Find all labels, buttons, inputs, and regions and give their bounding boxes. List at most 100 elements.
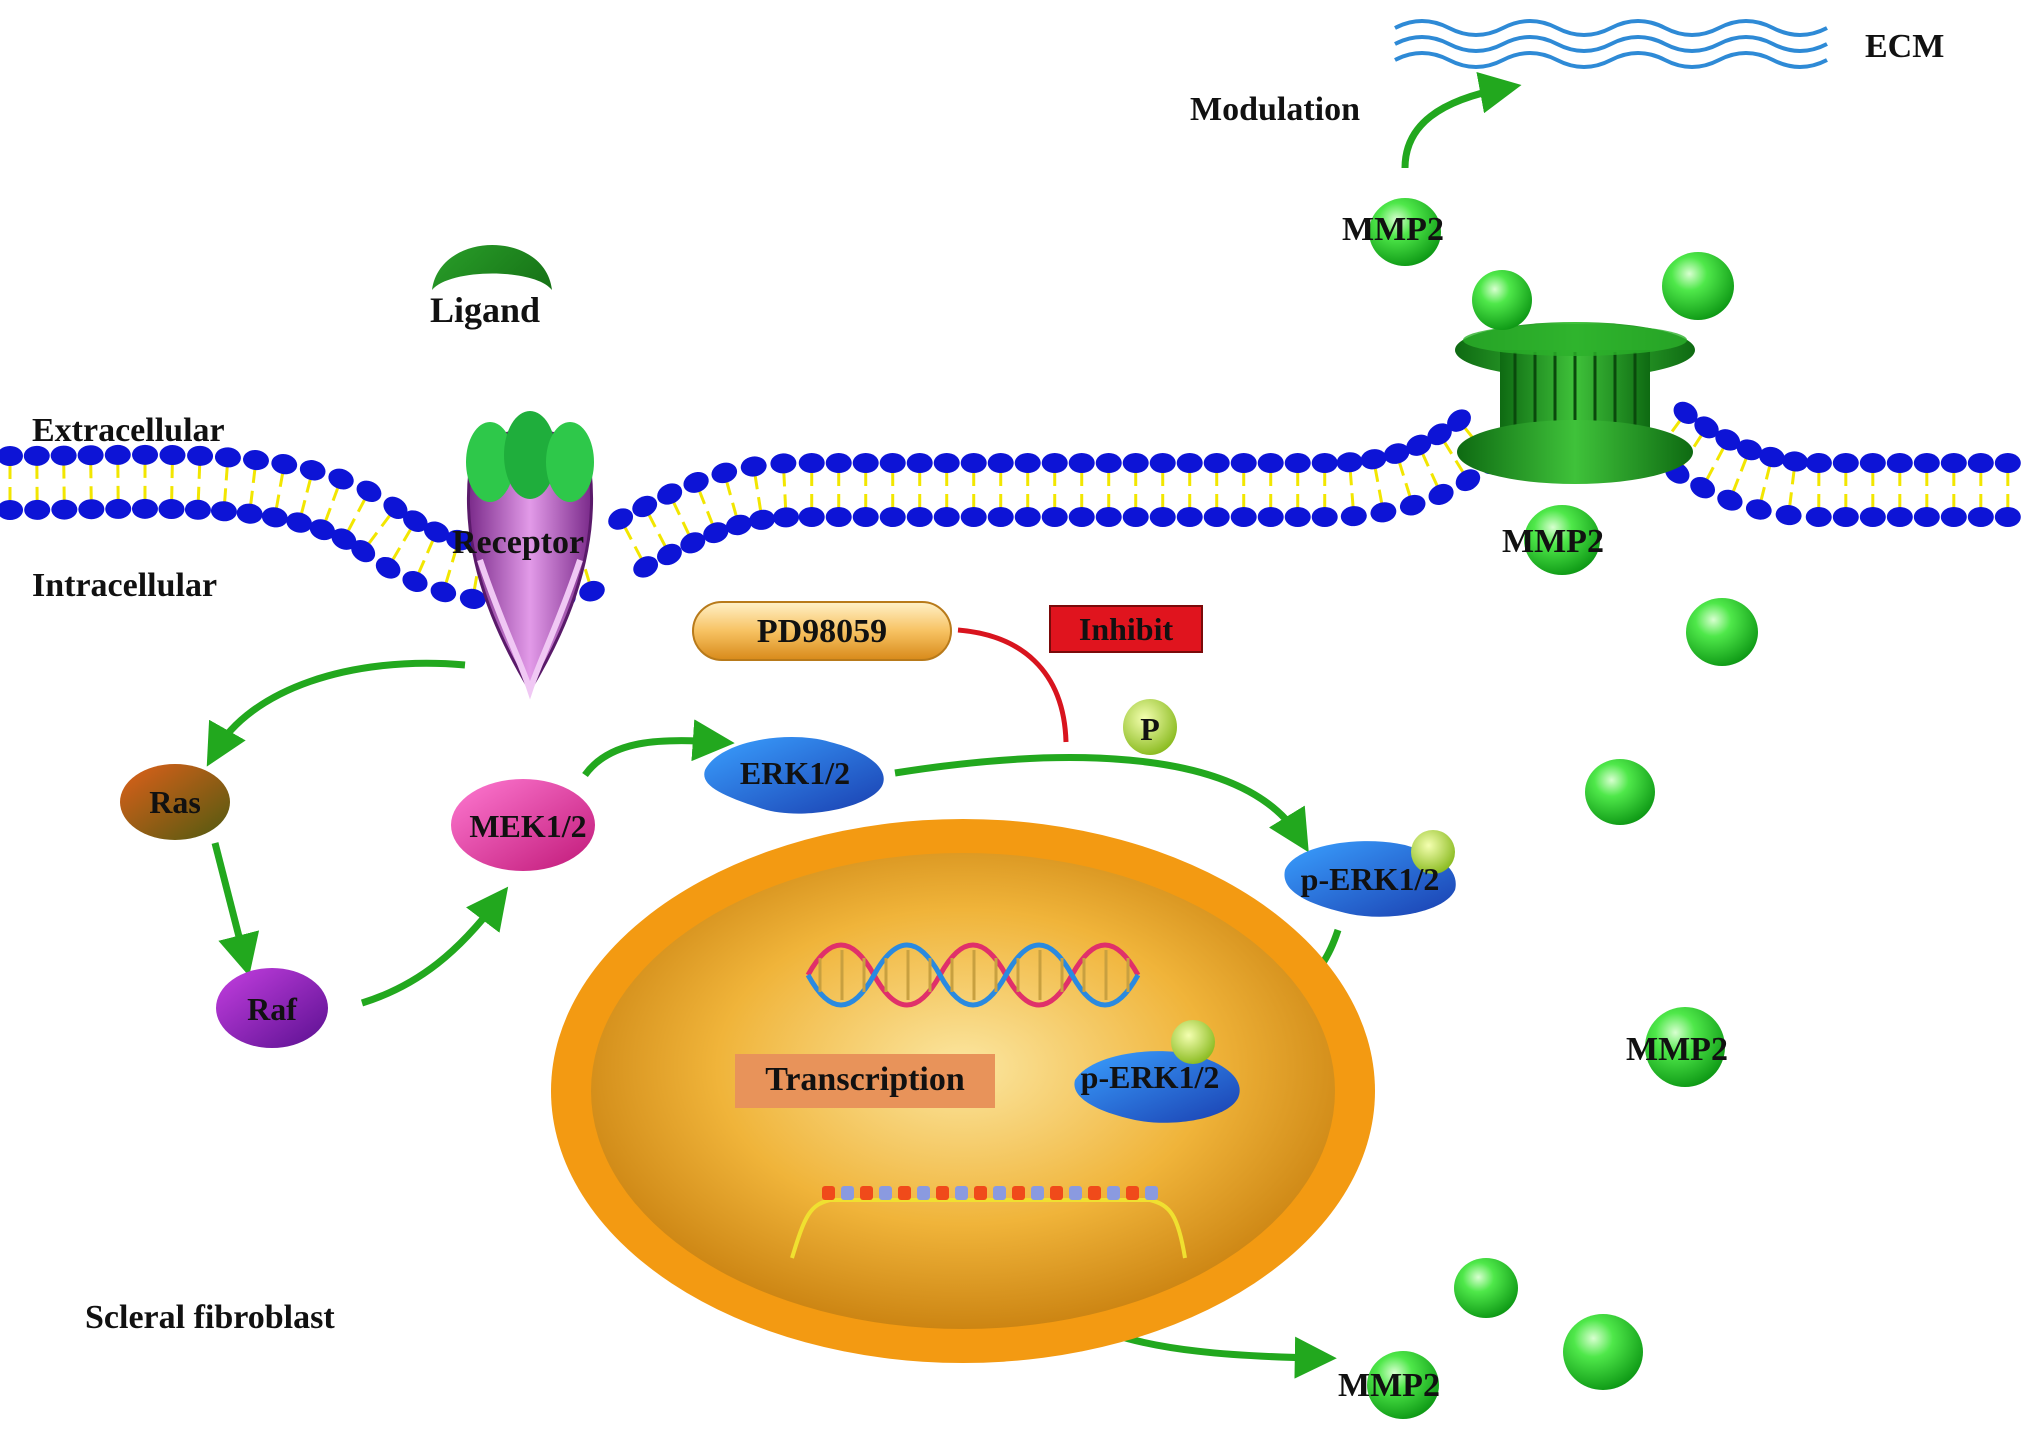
inhibit-line: [957, 627, 1069, 743]
mrna-nucleotide: [822, 1186, 835, 1200]
perk-node-nucleus: [1074, 1051, 1240, 1123]
lipid-head: [852, 453, 879, 473]
lipid-tail: [1764, 464, 1772, 480]
lipid-tail: [1404, 482, 1412, 498]
lipid-head: [214, 447, 241, 468]
lipid-head: [1068, 453, 1095, 473]
lipid-tail: [1420, 451, 1430, 467]
lipid-head: [1176, 453, 1203, 473]
lipid-tail: [1692, 433, 1704, 448]
lipid-head: [1014, 507, 1041, 527]
mrna-nucleotide: [993, 1186, 1006, 1200]
lipid-head: [403, 510, 428, 533]
lipid-tail: [757, 496, 763, 513]
lipid-head: [1805, 506, 1832, 527]
lipid-head: [1736, 439, 1763, 461]
lipid-tail: [197, 463, 202, 479]
lipid-head: [1805, 452, 1832, 473]
lipid-head: [1967, 507, 1994, 527]
lipid-head: [749, 509, 775, 530]
lipid-head: [159, 445, 186, 466]
lipid-head: [158, 499, 185, 520]
lipid-tail: [623, 525, 633, 541]
lipid-tail: [1705, 466, 1715, 482]
lipid-tail: [472, 575, 479, 592]
lipid-head: [132, 444, 159, 465]
lipid-tail: [278, 471, 285, 488]
lipid-tail: [782, 471, 787, 487]
dna-helix-icon: [805, 942, 1141, 1008]
lipid-tail: [1739, 456, 1748, 472]
ligand-label: Ligand: [430, 290, 540, 330]
lipid-head: [1745, 499, 1772, 520]
intracellular-label: Intracellular: [32, 567, 217, 604]
lipid-tail: [1715, 446, 1726, 461]
mmp2-label-bottom: MMP2: [1338, 1367, 1440, 1404]
lipid-head: [1370, 502, 1397, 523]
lipid-head: [1427, 423, 1452, 446]
arrow-receptor-to-ras: [206, 659, 466, 767]
lipid-tail: [1759, 486, 1766, 503]
lipid-tail: [753, 474, 759, 490]
cell-type-label: Scleral fibroblast: [85, 1299, 335, 1336]
raf-label: Raf: [247, 991, 297, 1027]
mmp2-sphere-icon: [1645, 1007, 1725, 1087]
membrane-channel-icon: [1455, 322, 1695, 484]
lipid-tail: [1788, 492, 1793, 508]
lipid-head: [960, 453, 987, 473]
lipid-tail: [583, 568, 592, 584]
mrna-nucleotide: [1107, 1186, 1120, 1200]
lipid-head: [1994, 453, 2021, 473]
mrna-strand-icon: [790, 1186, 1187, 1259]
lipid-head: [402, 570, 428, 593]
lipid-tail: [356, 497, 367, 513]
lipid-head: [1230, 453, 1257, 473]
ras-label: Ras: [149, 784, 201, 820]
lipid-head: [680, 532, 706, 554]
mrna-nucleotide: [1031, 1186, 1044, 1200]
modulation-arrow: [1401, 71, 1522, 169]
mmp2-sphere-icon: [1472, 270, 1532, 330]
lipid-head: [657, 543, 682, 566]
lipid-head: [987, 507, 1014, 527]
lipid-head: [579, 580, 605, 602]
lipid-tail: [783, 494, 788, 510]
lipid-head: [309, 519, 336, 541]
lipid-tail: [1454, 459, 1466, 475]
lipid-tail: [425, 538, 435, 554]
lipid-head: [184, 499, 211, 520]
arrow-mek-to-erk: [582, 719, 735, 778]
lipid-head: [459, 588, 486, 610]
lipid-head: [1832, 507, 1859, 527]
lipid-head: [1886, 507, 1913, 527]
inhibit-label: Inhibit: [1079, 611, 1174, 647]
receptor-label: Receptor: [452, 524, 584, 561]
lipid-tail: [1430, 472, 1440, 488]
lipid-head: [105, 498, 132, 519]
mmp2-sphere-icon: [1369, 198, 1441, 266]
phosphate-icon: [1411, 830, 1455, 874]
lipid-head: [632, 495, 658, 518]
lipid-head: [23, 445, 50, 466]
lipid-tail: [416, 559, 426, 575]
lipid-head: [1859, 453, 1886, 473]
lipid-head: [879, 453, 906, 473]
lipid-head: [1014, 453, 1041, 473]
lipid-head: [24, 499, 51, 520]
lipid-head: [1257, 507, 1284, 527]
lipid-tail: [450, 547, 458, 563]
lipid-tail: [671, 500, 681, 516]
lipid-head: [1095, 453, 1122, 473]
lipid-tail: [249, 490, 254, 506]
mek-label: MEK1/2: [469, 808, 586, 844]
lipid-head: [1230, 507, 1257, 527]
phosphate-icon: [1171, 1020, 1215, 1064]
mrna-nucleotide: [936, 1186, 949, 1200]
lipid-head: [1782, 451, 1809, 472]
raf-node: [216, 968, 328, 1048]
lipid-head: [1041, 453, 1068, 473]
lipid-tail: [251, 467, 257, 484]
pd98059-label: PD98059: [757, 613, 887, 650]
lipid-head: [1913, 507, 1940, 527]
mrna-nucleotide: [1069, 1186, 1082, 1200]
